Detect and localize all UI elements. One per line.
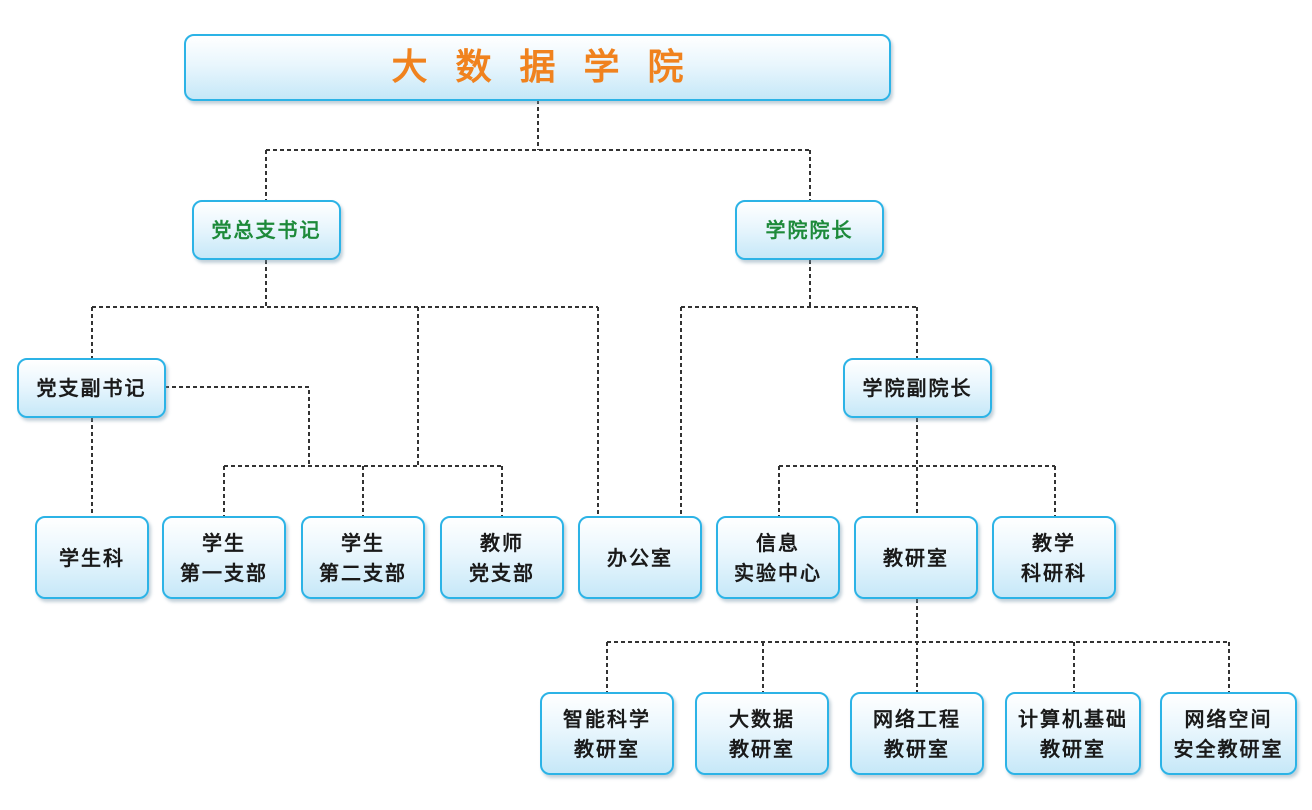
office-box: 办公室: [578, 516, 702, 599]
dean-label: 学院院长: [765, 218, 854, 242]
connector-root: [265, 100, 811, 200]
vice-dean-box: 学院副院长: [843, 358, 992, 418]
connector-vicedean: [778, 418, 1056, 516]
cyberspace-security-office-box: 网络空间 安全教研室: [1160, 692, 1297, 775]
deputy-party-secretary-box: 党支副书记: [17, 358, 166, 418]
network-engineering-office-box: 网络工程 教研室: [850, 692, 984, 775]
student-branch-1-box: 学生 第一支部: [162, 516, 286, 599]
student-branch-2-line1: 学生: [341, 530, 385, 555]
student-branch-1-line1: 学生: [202, 530, 246, 555]
ai-science-line1: 智能科学: [563, 706, 651, 731]
student-branch-2-line2: 第二支部: [319, 560, 407, 585]
big-data-office-box: 大数据 教研室: [695, 692, 829, 775]
student-affairs-label: 学生科: [59, 545, 125, 570]
network-engineering-line2: 教研室: [884, 736, 950, 761]
student-branch-1-line2: 第一支部: [180, 560, 268, 585]
connector-research: [606, 599, 1230, 692]
computer-foundation-line1: 计算机基础: [1018, 706, 1128, 731]
student-branch-2-box: 学生 第二支部: [301, 516, 425, 599]
connector-dean: [680, 260, 918, 516]
teacher-branch-line1: 教师: [480, 530, 524, 555]
info-lab-center-line2: 实验中心: [734, 560, 822, 585]
deputy-party-secretary-label: 党支副书记: [36, 376, 147, 400]
connector-party: [91, 260, 599, 516]
network-engineering-line1: 网络工程: [873, 706, 961, 731]
teaching-research-office-box: 教研室: [854, 516, 978, 599]
cyberspace-security-line2: 安全教研室: [1173, 736, 1284, 761]
office-label: 办公室: [607, 545, 673, 570]
cyberspace-security-line1: 网络空间: [1184, 706, 1273, 731]
teaching-research-section-line2: 科研科: [1021, 560, 1087, 585]
dean-box: 学院院长: [735, 200, 884, 260]
party-secretary-label: 党总支书记: [211, 218, 322, 242]
big-data-line2: 教研室: [729, 736, 795, 761]
root-label: 大数据学院: [391, 46, 712, 88]
teaching-research-office-label: 教研室: [883, 545, 949, 570]
computer-foundation-office-box: 计算机基础 教研室: [1005, 692, 1141, 775]
teacher-branch-line2: 党支部: [469, 560, 535, 585]
party-secretary-box: 党总支书记: [192, 200, 341, 260]
teacher-branch-box: 教师 党支部: [440, 516, 564, 599]
root-box: 大数据学院: [184, 34, 891, 101]
ai-science-office-box: 智能科学 教研室: [540, 692, 674, 775]
vice-dean-label: 学院副院长: [862, 376, 973, 400]
info-lab-center-line1: 信息: [756, 530, 800, 555]
teaching-research-section-box: 教学 科研科: [992, 516, 1116, 599]
big-data-line1: 大数据: [729, 706, 795, 731]
info-lab-center-box: 信息 实验中心: [716, 516, 840, 599]
connector-deputy: [91, 386, 503, 516]
teaching-research-section-line1: 教学: [1032, 530, 1076, 555]
student-affairs-box: 学生科: [35, 516, 149, 599]
ai-science-line2: 教研室: [574, 736, 640, 761]
computer-foundation-line2: 教研室: [1040, 736, 1106, 761]
